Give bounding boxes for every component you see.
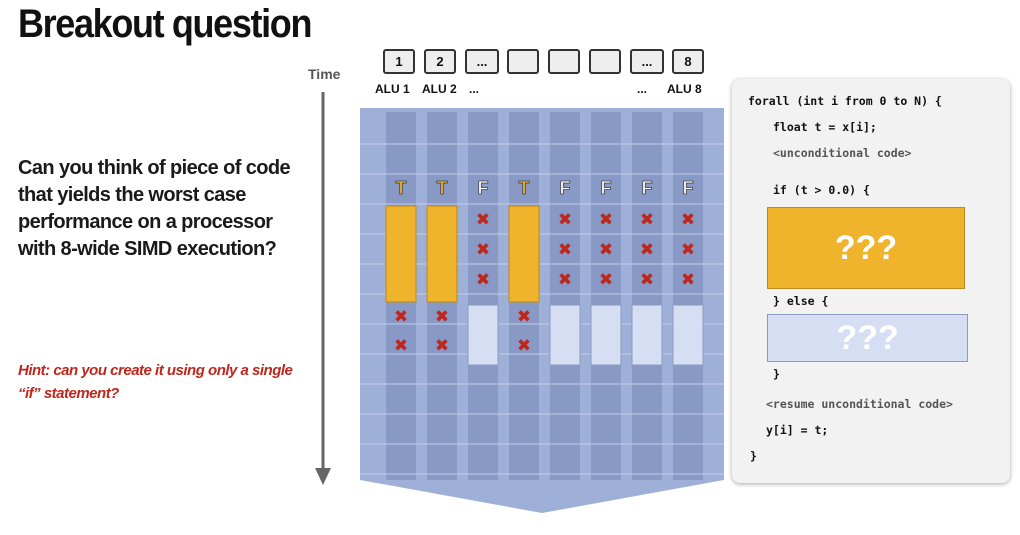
time-step-ellipsis-box: ... bbox=[630, 49, 664, 74]
false-branch-bar bbox=[590, 304, 622, 366]
code-line-close-forall: } bbox=[750, 449, 757, 463]
masked-lane-x-icon: ✖ bbox=[394, 307, 408, 327]
alu-ellipsis-label: ... bbox=[469, 82, 480, 96]
code-line-unconditional: <unconditional code> bbox=[773, 146, 912, 160]
alu-ellipsis-label: ... bbox=[637, 82, 648, 96]
masked-lane-x-icon: ✖ bbox=[599, 210, 613, 230]
slide-title: Breakout question bbox=[18, 2, 312, 46]
true-branch-block: ??? bbox=[767, 207, 965, 289]
masked-lane-x-icon: ✖ bbox=[558, 270, 572, 290]
lane-stripe bbox=[591, 112, 621, 480]
true-branch-bar bbox=[508, 205, 540, 303]
time-label: Time bbox=[308, 66, 341, 82]
masked-lane-x-icon: ✖ bbox=[599, 240, 613, 260]
masked-lane-x-icon: ✖ bbox=[640, 210, 654, 230]
lane-mask-false: F bbox=[642, 178, 653, 198]
lane-mask-false: F bbox=[683, 178, 694, 198]
lane-mask-true: T bbox=[396, 178, 407, 198]
time-step-8-box: 8 bbox=[672, 49, 704, 74]
true-branch-bar bbox=[385, 205, 417, 303]
masked-lane-x-icon: ✖ bbox=[681, 270, 695, 290]
code-line-if: if (t > 0.0) { bbox=[773, 183, 870, 197]
masked-lane-x-icon: ✖ bbox=[517, 307, 531, 327]
time-step-empty-box bbox=[548, 49, 580, 74]
lane-stripe bbox=[468, 112, 498, 480]
masked-lane-x-icon: ✖ bbox=[681, 240, 695, 260]
masked-lane-x-icon: ✖ bbox=[476, 240, 490, 260]
masked-lane-x-icon: ✖ bbox=[558, 210, 572, 230]
alu-2-label: ALU 2 bbox=[422, 82, 457, 96]
masked-lane-x-icon: ✖ bbox=[640, 270, 654, 290]
simd-execution-diagram: T ✖ ✖ T ✖ ✖ F ✖ ✖ ✖ T ✖ ✖ F ✖ ✖ ✖ F ✖ ✖ ✖ F ✖ ✖ ✖ F ✖ ✖ ✖ bbox=[360, 108, 724, 513]
false-branch-bar bbox=[467, 304, 499, 366]
code-line-forall: forall (int i from 0 to N) { bbox=[748, 94, 942, 108]
code-line-float: float t = x[i]; bbox=[773, 120, 877, 134]
masked-lane-x-icon: ✖ bbox=[640, 240, 654, 260]
question-text: Can you think of piece of code that yiel… bbox=[18, 157, 291, 260]
masked-lane-x-icon: ✖ bbox=[435, 336, 449, 356]
masked-lane-x-icon: ✖ bbox=[681, 210, 695, 230]
masked-lane-x-icon: ✖ bbox=[476, 210, 490, 230]
lane-mask-false: F bbox=[601, 178, 612, 198]
lane-stripe bbox=[632, 112, 662, 480]
code-line-else: } else { bbox=[773, 294, 829, 308]
time-arrow-icon bbox=[315, 92, 331, 485]
masked-lane-x-icon: ✖ bbox=[599, 270, 613, 290]
time-step-ellipsis-box: ... bbox=[465, 49, 499, 74]
lane-mask-false: F bbox=[560, 178, 571, 198]
lane-mask-true: T bbox=[437, 178, 448, 198]
false-branch-bar bbox=[631, 304, 663, 366]
alu-8-label: ALU 8 bbox=[667, 82, 702, 96]
time-step-1-box: 1 bbox=[383, 49, 415, 74]
alu-1-label: ALU 1 bbox=[375, 82, 410, 96]
masked-lane-x-icon: ✖ bbox=[476, 270, 490, 290]
masked-lane-x-icon: ✖ bbox=[517, 336, 531, 356]
code-line-resume: <resume unconditional code> bbox=[766, 397, 953, 411]
time-step-empty-box bbox=[507, 49, 539, 74]
time-step-empty-box bbox=[589, 49, 621, 74]
false-branch-bar bbox=[549, 304, 581, 366]
lane-mask-false: F bbox=[478, 178, 489, 198]
masked-lane-x-icon: ✖ bbox=[558, 240, 572, 260]
false-branch-block: ??? bbox=[767, 314, 968, 362]
hint-text: Hint: can you create it using only a sin… bbox=[18, 362, 293, 402]
masked-lane-x-icon: ✖ bbox=[435, 307, 449, 327]
masked-lane-x-icon: ✖ bbox=[394, 336, 408, 356]
time-step-2-box: 2 bbox=[424, 49, 456, 74]
code-line-assign: y[i] = t; bbox=[766, 423, 829, 437]
code-line-close-if: } bbox=[773, 367, 780, 381]
lane-stripe bbox=[673, 112, 703, 480]
lane-mask-true: T bbox=[519, 178, 530, 198]
lane-stripe bbox=[550, 112, 580, 480]
false-branch-bar bbox=[672, 304, 704, 366]
true-branch-bar bbox=[426, 205, 458, 303]
